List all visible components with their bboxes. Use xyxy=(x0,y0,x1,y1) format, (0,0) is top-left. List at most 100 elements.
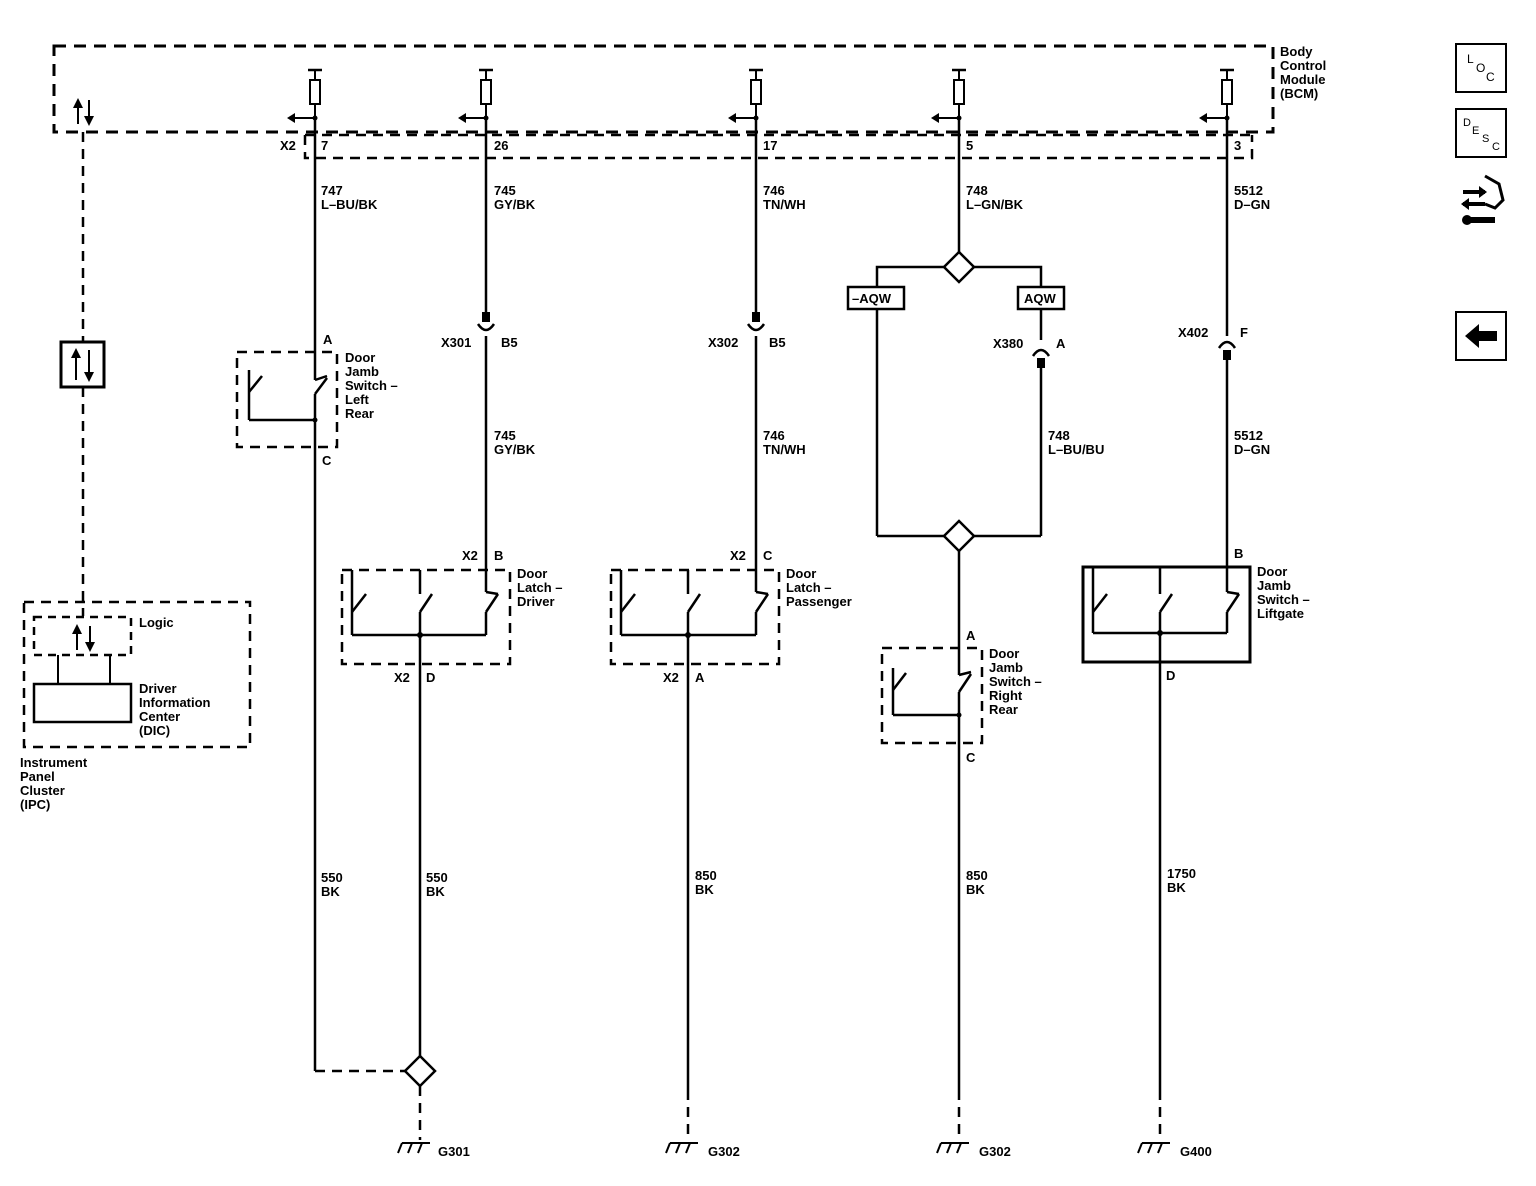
x402-pin: F xyxy=(1240,325,1248,340)
ground-g302b-icon xyxy=(936,1142,970,1154)
svg-text:Passenger: Passenger xyxy=(786,594,852,609)
wire-5512b-number: 5512 xyxy=(1234,428,1263,443)
svg-text:Jamb: Jamb xyxy=(345,364,379,379)
wire-5512-number: 5512 xyxy=(1234,183,1263,198)
svg-text:Door: Door xyxy=(345,350,375,365)
bcm-pin-7: 7 xyxy=(321,138,328,153)
latch-pass-pin-a: A xyxy=(695,670,705,685)
svg-text:Rear: Rear xyxy=(345,406,374,421)
ipc-label: Instrument Panel Cluster (IPC) xyxy=(20,755,88,812)
svg-text:Center: Center xyxy=(139,709,180,724)
ipc-module xyxy=(22,600,252,749)
wire-550a-number: 550 xyxy=(321,870,343,885)
bcm-connector-label: X2 xyxy=(280,138,296,153)
bcm-output-7 xyxy=(285,68,324,125)
wire-748-number: 748 xyxy=(966,183,988,198)
option-neg-aqw: –AQW xyxy=(852,291,892,306)
svg-text:Instrument: Instrument xyxy=(20,755,88,770)
svg-text:Panel: Panel xyxy=(20,769,55,784)
svg-text:Door: Door xyxy=(989,646,1019,661)
x380-label: X380 xyxy=(993,336,1023,351)
circuit-746 xyxy=(746,118,766,592)
wire-550b-number: 550 xyxy=(426,870,448,885)
wiring-diagram: Body Control Module (BCM) Logic Driver I… xyxy=(20,44,1326,1159)
svg-text:E: E xyxy=(1472,125,1479,137)
svg-text:Latch –: Latch – xyxy=(786,580,832,595)
ground-g301-label: G301 xyxy=(438,1144,470,1159)
svg-text:O: O xyxy=(1476,61,1485,75)
bcm-output-5 xyxy=(929,68,968,125)
latch-pass-pin-c: C xyxy=(763,548,773,563)
loc-button[interactable]: L O C xyxy=(1455,43,1507,93)
loc-icon: L O C xyxy=(1467,52,1495,84)
serial-data-icon xyxy=(59,340,106,389)
svg-text:(IPC): (IPC) xyxy=(20,797,50,812)
back-button[interactable] xyxy=(1455,311,1507,361)
back-arrow-icon xyxy=(1465,324,1497,348)
x301-pin: B5 xyxy=(501,335,518,350)
option-aqw: AQW xyxy=(1024,291,1057,306)
bcm-module xyxy=(52,44,1275,160)
latch-pass-label: Door Latch – Passenger xyxy=(786,566,852,609)
svg-text:Right: Right xyxy=(989,688,1023,703)
svg-text:D: D xyxy=(1463,117,1471,129)
x380-pin: A xyxy=(1056,336,1066,351)
svg-text:Switch –: Switch – xyxy=(989,674,1042,689)
circuit-745 xyxy=(476,118,496,592)
wire-850b-color: BK xyxy=(966,882,985,897)
latch-drv-pin-d: D xyxy=(426,670,435,685)
svg-text:L: L xyxy=(1467,52,1474,66)
svg-text:Liftgate: Liftgate xyxy=(1257,606,1304,621)
latch-drv-conn-bottom: X2 xyxy=(394,670,410,685)
bcm-output-3 xyxy=(1197,68,1236,125)
wire-850b-number: 850 xyxy=(966,868,988,883)
svg-text:Door: Door xyxy=(1257,564,1287,579)
desc-icon: D E S C xyxy=(1463,117,1500,153)
circuit-747 xyxy=(313,118,405,1073)
circuit-5512 xyxy=(1217,118,1237,592)
wire-746b-number: 746 xyxy=(763,428,785,443)
x402-label: X402 xyxy=(1178,325,1208,340)
wire-748b-color: L–BU/BU xyxy=(1048,442,1104,457)
wire-5512b-color: D–GN xyxy=(1234,442,1270,457)
ground-g400-label: G400 xyxy=(1180,1144,1212,1159)
connector-icon xyxy=(1461,174,1505,225)
svg-text:Jamb: Jamb xyxy=(989,660,1023,675)
svg-text:Driver: Driver xyxy=(139,681,177,696)
jamb-rr-label: Door Jamb Switch – Right Rear xyxy=(989,646,1042,717)
svg-text:Driver: Driver xyxy=(517,594,555,609)
ground-g302a-label: G302 xyxy=(708,1144,740,1159)
wire-745-number: 745 xyxy=(494,183,516,198)
x302-label: X302 xyxy=(708,335,738,350)
splice-g301 xyxy=(403,1054,437,1140)
svg-text:Module: Module xyxy=(1280,72,1326,87)
svg-text:(DIC): (DIC) xyxy=(139,723,170,738)
svg-text:C: C xyxy=(1486,70,1495,84)
svg-text:Door: Door xyxy=(517,566,547,581)
door-latch-passenger xyxy=(609,568,781,666)
wire-745-color: GY/BK xyxy=(494,197,536,212)
svg-text:Information: Information xyxy=(139,695,211,710)
wire-850a-number: 850 xyxy=(695,868,717,883)
jamb-lg-pin-b: B xyxy=(1234,546,1243,561)
svg-text:(BCM): (BCM) xyxy=(1280,86,1318,101)
latch-pass-conn-bottom: X2 xyxy=(663,670,679,685)
jamb-lr-pin-a: A xyxy=(323,332,333,347)
wire-745b-number: 745 xyxy=(494,428,516,443)
wire-1750-color: BK xyxy=(1167,880,1186,895)
circuit-748 xyxy=(846,118,1066,675)
bcm-serial-data-icon xyxy=(73,98,94,126)
wire-746b-color: TN/WH xyxy=(763,442,806,457)
jamb-rr-pin-a: A xyxy=(966,628,976,643)
svg-text:C: C xyxy=(1492,141,1500,153)
wire-747-color: L–BU/BK xyxy=(321,197,378,212)
bcm-output-17 xyxy=(726,68,765,125)
wire-746-number: 746 xyxy=(763,183,785,198)
desc-button[interactable]: D E S C xyxy=(1455,108,1507,158)
jamb-lg-label: Door Jamb Switch – Liftgate xyxy=(1257,564,1310,621)
bcm-pin-3: 3 xyxy=(1234,138,1241,153)
svg-text:Cluster: Cluster xyxy=(20,783,65,798)
x302-pin: B5 xyxy=(769,335,786,350)
ground-g301-icon xyxy=(397,1142,431,1154)
connector-button[interactable] xyxy=(1455,170,1507,232)
